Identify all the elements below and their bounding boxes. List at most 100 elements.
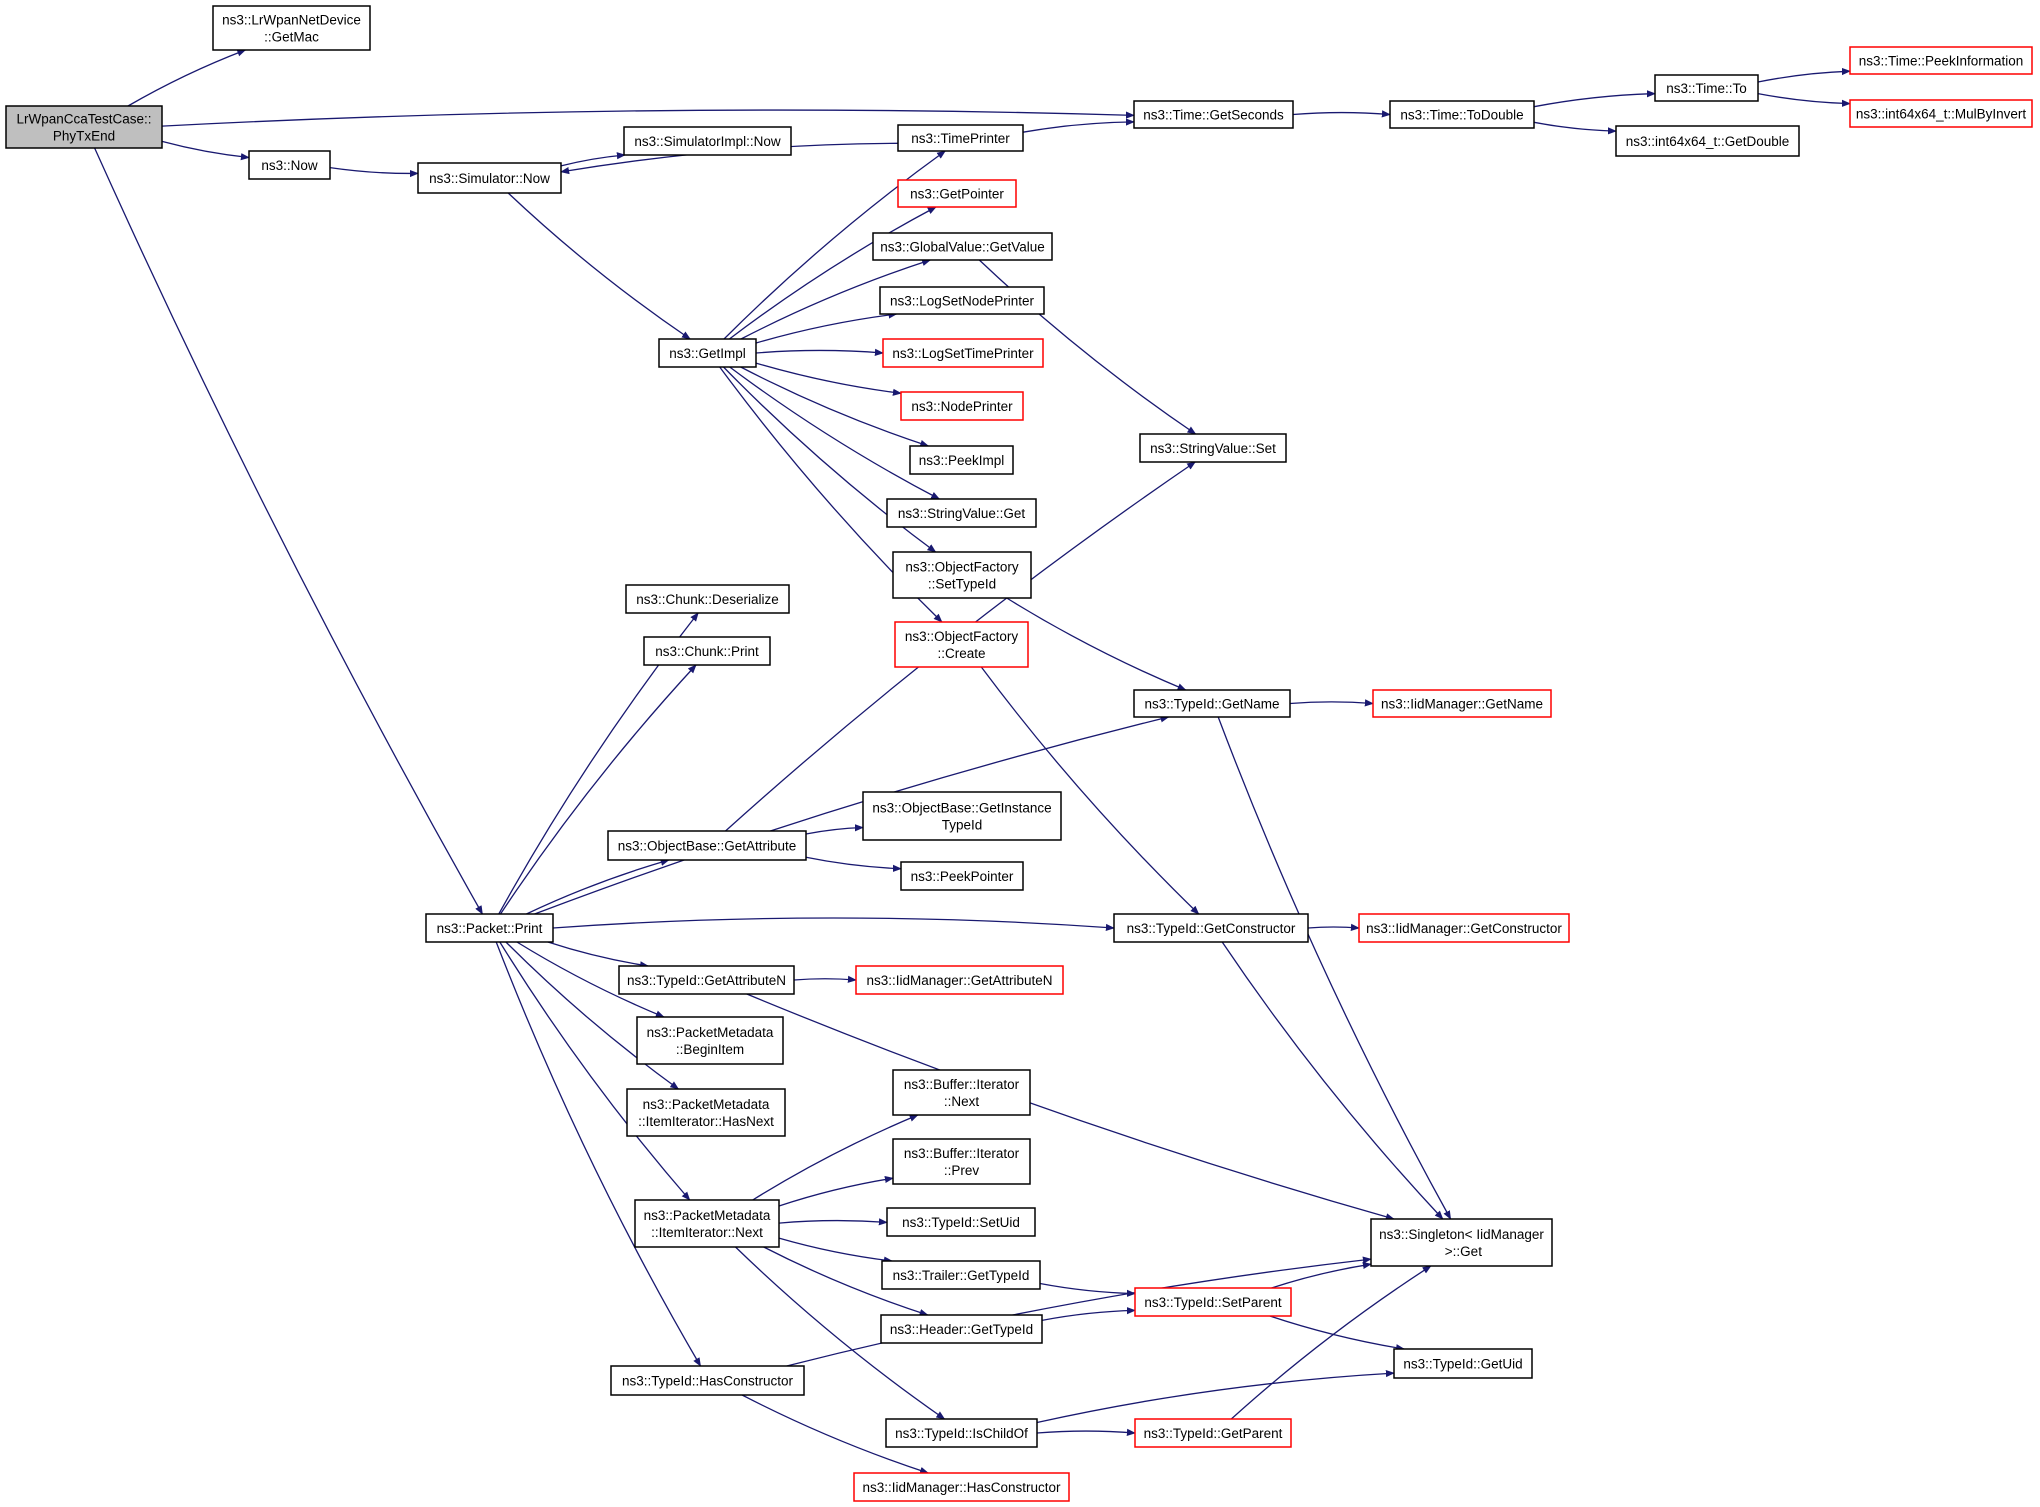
node-box xyxy=(892,551,1032,599)
node-bufprev[interactable]: ns3::Buffer::Iterator::Prev xyxy=(892,1138,1031,1185)
node-tidsetparent[interactable]: ns3::TypeId::SetParent xyxy=(1134,1287,1292,1317)
node-simnow[interactable]: ns3::Simulator::Now xyxy=(417,162,562,194)
node-timeto[interactable]: ns3::Time::To xyxy=(1654,74,1759,102)
node-label: ns3::PeekImpl xyxy=(919,453,1005,468)
node-singleton[interactable]: ns3::Singleton< IidManager >::Get xyxy=(1370,1218,1553,1267)
node-pmnext[interactable]: ns3::PacketMetadata::ItemIterator::Next xyxy=(634,1199,780,1248)
node-svset[interactable]: ns3::StringValue::Set xyxy=(1139,433,1287,463)
node-packetprint[interactable]: ns3::Packet::Print xyxy=(425,913,554,943)
node-mulbyinvert[interactable]: ns3::int64x64_t::MulByInvert xyxy=(1849,99,2033,128)
node-iidgetname[interactable]: ns3::IidManager::GetName xyxy=(1372,689,1552,718)
node-peekinfo[interactable]: ns3::Time::PeekInformation xyxy=(1849,46,2033,75)
node-iidgetattrn[interactable]: ns3::IidManager::GetAttributeN xyxy=(855,965,1064,995)
node-label: ns3::IidManager::GetAttributeN xyxy=(866,973,1052,988)
node-todouble[interactable]: ns3::Time::ToDouble xyxy=(1389,100,1535,129)
node-ofcreate[interactable]: ns3::ObjectFactory::Create xyxy=(894,621,1029,668)
node-svget[interactable]: ns3::StringValue::Get xyxy=(886,498,1037,528)
node-label: ns3::PacketMetadata xyxy=(643,1097,770,1112)
node-pmbegin[interactable]: ns3::PacketMetadata::BeginItem xyxy=(636,1016,784,1065)
node-label: ns3::TypeId::HasConstructor xyxy=(622,1374,794,1389)
node-simimplnow[interactable]: ns3::SimulatorImpl::Now xyxy=(623,126,792,156)
node-label: ::ItemIterator::HasNext xyxy=(638,1114,774,1129)
node-chunkprint[interactable]: ns3::Chunk::Print xyxy=(643,636,771,666)
node-label: ns3::TypeId::SetParent xyxy=(1144,1295,1282,1310)
node-box xyxy=(1113,913,1309,943)
node-obgetattr[interactable]: ns3::ObjectBase::GetAttribute xyxy=(607,830,807,861)
node-tidgetparent[interactable]: ns3::TypeId::GetParent xyxy=(1134,1418,1292,1448)
node-nodeprinter[interactable]: ns3::NodePrinter xyxy=(900,391,1024,421)
node-logtimeprinter[interactable]: ns3::LogSetTimePrinter xyxy=(882,338,1044,368)
node-iidgetctor[interactable]: ns3::IidManager::GetConstructor xyxy=(1358,913,1570,943)
node-box xyxy=(892,1069,1031,1116)
node-box xyxy=(643,636,771,666)
call-edge-tidgetattrn-to-iidgetattrn xyxy=(793,975,857,983)
node-lognodeprinter[interactable]: ns3::LogSetNodePrinter xyxy=(879,286,1045,315)
node-box xyxy=(872,232,1053,261)
node-tidgetname[interactable]: ns3::TypeId::GetName xyxy=(1133,689,1291,718)
node-label: ns3::Time::To xyxy=(1666,81,1747,96)
call-edge-headergettid-to-tidsetparent xyxy=(1041,1307,1136,1322)
node-getpointer[interactable]: ns3::GetPointer xyxy=(897,179,1017,208)
call-edge-todouble-to-getdouble xyxy=(1533,121,1617,135)
node-tidgetattrn[interactable]: ns3::TypeId::GetAttributeN xyxy=(618,965,795,995)
node-label: ns3::Simulator::Now xyxy=(429,171,550,186)
node-label: ns3::Time::GetSeconds xyxy=(1143,108,1284,123)
node-peekimpl[interactable]: ns3::PeekImpl xyxy=(909,445,1014,475)
node-getseconds[interactable]: ns3::Time::GetSeconds xyxy=(1133,100,1294,129)
node-box xyxy=(1849,99,2033,128)
node-timeprinter[interactable]: ns3::TimePrinter xyxy=(897,124,1024,152)
node-peekpointer[interactable]: ns3::PeekPointer xyxy=(900,861,1024,891)
node-label: ns3::StringValue::Set xyxy=(1150,441,1276,456)
node-headergettid[interactable]: ns3::Header::GetTypeId xyxy=(880,1314,1043,1344)
node-box xyxy=(886,1207,1036,1237)
node-tidhasctor[interactable]: ns3::TypeId::HasConstructor xyxy=(610,1365,805,1396)
node-label: ns3::Chunk::Deserialize xyxy=(636,592,779,607)
node-box xyxy=(880,1314,1043,1344)
node-getimpl[interactable]: ns3::GetImpl xyxy=(658,338,757,368)
node-label: ns3::ObjectBase::GetAttribute xyxy=(618,839,797,854)
node-now[interactable]: ns3::Now xyxy=(248,150,331,180)
call-edge-now-to-simnow xyxy=(329,166,419,178)
node-label: ns3::Singleton< IidManager xyxy=(1379,1227,1544,1242)
node-getmac[interactable]: ns3::LrWpanNetDevice::GetMac xyxy=(212,5,371,51)
node-box xyxy=(1133,100,1294,129)
node-tidgetuid[interactable]: ns3::TypeId::GetUid xyxy=(1393,1348,1533,1379)
node-getdouble[interactable]: ns3::int64x64_t::GetDouble xyxy=(1615,125,1800,157)
node-chunkdeser[interactable]: ns3::Chunk::Deserialize xyxy=(625,584,790,614)
node-ofsettypeid[interactable]: ns3::ObjectFactory::SetTypeId xyxy=(892,551,1032,599)
node-label: ns3::TimePrinter xyxy=(911,131,1010,146)
node-box xyxy=(862,791,1062,841)
call-edge-packetprint-to-pmnext xyxy=(499,941,691,1201)
call-edge-packetprint-to-tidgetattrn xyxy=(547,941,649,969)
node-trailergettid[interactable]: ns3::Trailer::GetTypeId xyxy=(881,1260,1041,1290)
node-label: ns3::int64x64_t::GetDouble xyxy=(1626,134,1790,149)
node-tidgetctor[interactable]: ns3::TypeId::GetConstructor xyxy=(1113,913,1309,943)
node-label: ns3::Chunk::Print xyxy=(655,644,759,659)
node-box xyxy=(248,150,331,180)
node-box xyxy=(892,1138,1031,1185)
node-tidischildof[interactable]: ns3::TypeId::IsChildOf xyxy=(885,1418,1038,1448)
call-edge-tidgetctor-to-iidgetctor xyxy=(1307,923,1360,931)
node-gvgetvalue[interactable]: ns3::GlobalValue::GetValue xyxy=(872,232,1053,261)
node-tidsetuid[interactable]: ns3::TypeId::SetUid xyxy=(886,1207,1036,1237)
node-iidhasctor[interactable]: ns3::IidManager::HasConstructor xyxy=(853,1472,1070,1502)
node-bufnext[interactable]: ns3::Buffer::Iterator::Next xyxy=(892,1069,1031,1116)
call-edge-obgetattr-to-obgetinst xyxy=(805,824,864,835)
call-edge-getimpl-to-peekimpl xyxy=(740,366,930,447)
call-edge-tidischildof-to-tidgetuid xyxy=(1036,1369,1395,1424)
node-box xyxy=(626,1088,786,1137)
node-label: ns3::GetPointer xyxy=(910,187,1004,202)
node-box xyxy=(882,338,1044,368)
node-box xyxy=(909,445,1014,475)
node-pmhasnext[interactable]: ns3::PacketMetadata::ItemIterator::HasNe… xyxy=(626,1088,786,1137)
node-label: ::Create xyxy=(937,646,985,661)
call-edge-tidischildof-to-tidgetparent xyxy=(1036,1428,1136,1436)
node-box xyxy=(1134,1287,1292,1317)
node-box xyxy=(894,621,1029,668)
call-edge-root-to-packetprint xyxy=(94,147,483,915)
call-edge-tidhasctor-to-iidhasctor xyxy=(741,1394,929,1474)
node-label: ns3::SimulatorImpl::Now xyxy=(634,134,781,149)
node-root[interactable]: LrWpanCcaTestCase::PhyTxEnd xyxy=(5,105,163,149)
call-edge-packetprint-to-pmhasnext xyxy=(505,941,680,1090)
